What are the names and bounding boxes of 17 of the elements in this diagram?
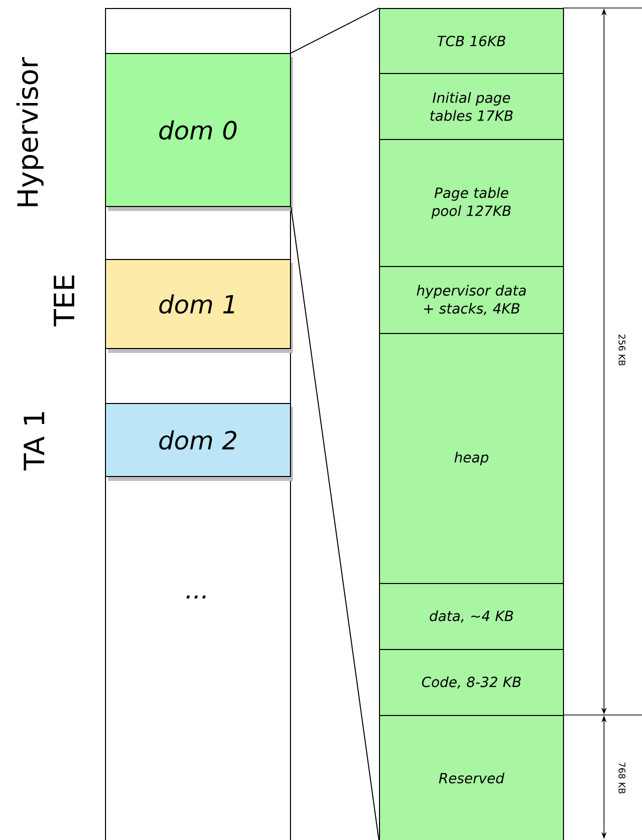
dimension-label: 256 KB <box>618 334 626 366</box>
memory-segment: Page table pool 127KB <box>379 139 564 267</box>
domain-box: dom 0 <box>105 53 293 211</box>
domain-box: dom 2 <box>105 403 293 481</box>
side-label: TEE <box>54 276 74 326</box>
memory-segment: data, ~4 KB <box>379 583 564 650</box>
domain-box: dom 1 <box>105 259 293 353</box>
node-label: Reserved <box>438 772 504 784</box>
dimension-label: 768 KB <box>618 762 626 794</box>
memory-segment: Initial page tables 17KB <box>379 73 564 140</box>
side-label: Hypervisor <box>16 57 44 206</box>
side-label: TA 1 <box>24 412 44 470</box>
zoom-line <box>290 8 380 54</box>
memory-segment: Code, 8-32 KB <box>379 649 564 716</box>
memory-segment: Reserved <box>379 715 564 840</box>
memory-segment: TCB 16KB <box>379 8 564 74</box>
memory-segment: hypervisor data + stacks, 4KB <box>379 266 564 334</box>
